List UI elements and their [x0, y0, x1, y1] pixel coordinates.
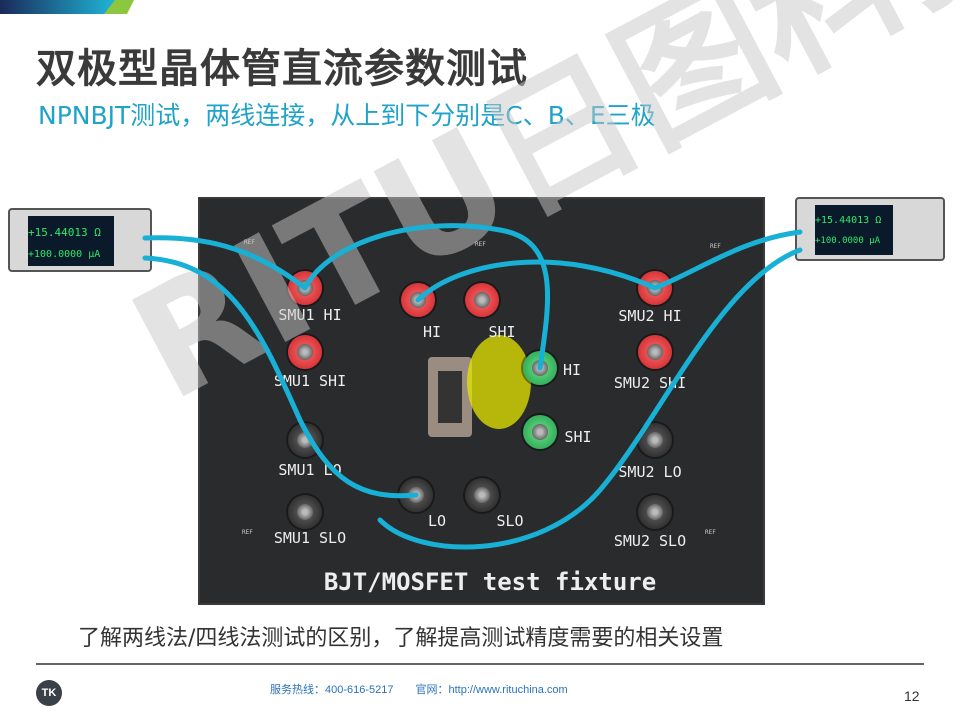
instrument-source: +100.0000 μA: [815, 236, 881, 246]
logo-text: TK: [41, 687, 57, 699]
terminal-label: SMU2 LO: [618, 463, 682, 481]
bottom-note: 了解两线法/四线法测试的区别，了解提高测试精度需要的相关设置: [78, 626, 724, 651]
footer-divider: [36, 663, 924, 665]
terminal-label: SHI: [488, 323, 516, 341]
terminal-lo[interactable]: [399, 478, 433, 512]
instrument-screen: +15.44013 Ω +100.0000 μA: [28, 216, 114, 266]
company-logo: TK: [36, 680, 62, 706]
terminal-smu1-lo[interactable]: [288, 423, 322, 457]
terminal-label: SMU1 LO: [278, 461, 342, 479]
terminal-label: SHI: [564, 428, 592, 446]
dut-highlight: [467, 335, 531, 429]
page-title: 双极型晶体管直流参数测试: [36, 46, 528, 92]
terminal-label: SLO: [496, 512, 524, 530]
dut-socket-slot: [438, 371, 462, 423]
page-number: 12: [904, 688, 920, 704]
ref-label: REF: [242, 529, 253, 536]
terminal-smu2-hi[interactable]: [638, 271, 672, 305]
terminal-label: SMU2 SHI: [613, 374, 687, 392]
terminal-slo[interactable]: [465, 478, 499, 512]
contact-info: 服务热线：400-616-5217 官网：http://www.rituchin…: [270, 684, 568, 696]
terminal-smu2-slo[interactable]: [638, 495, 672, 529]
terminal-smu1-slo[interactable]: [288, 495, 322, 529]
terminal-smu2-lo[interactable]: [638, 423, 672, 457]
header-decoration: [0, 0, 134, 14]
terminal-label: SMU1 SLO: [273, 529, 347, 547]
instrument-screen: +15.44013 Ω +100.0000 μA: [815, 205, 893, 255]
terminal-label: HI: [562, 361, 582, 379]
smu-instrument-right: +15.44013 Ω +100.0000 μA: [795, 197, 945, 261]
fixture-name: BJT/MOSFET test fixture: [323, 568, 657, 596]
terminal-label: LO: [427, 512, 447, 530]
terminal-hi-green[interactable]: [523, 351, 557, 385]
ref-label: REF: [705, 529, 716, 536]
smu-instrument-left: +15.44013 Ω +100.0000 μA: [8, 208, 152, 272]
ref-label: REF: [710, 243, 721, 250]
terminal-smu2-shi[interactable]: [638, 335, 672, 369]
instrument-reading: +15.44013 Ω: [815, 215, 882, 226]
instrument-reading: +15.44013 Ω: [28, 226, 101, 239]
page-subtitle: NPNBJT测试，两线连接，从上到下分别是C、B、E三极: [38, 101, 656, 130]
terminal-label: SMU2 SLO: [613, 532, 687, 550]
instrument-source: +100.0000 μA: [28, 249, 101, 260]
terminal-shi-green[interactable]: [523, 415, 557, 449]
terminal-label: SMU2 HI: [618, 307, 682, 325]
terminal-label: HI: [422, 323, 442, 341]
